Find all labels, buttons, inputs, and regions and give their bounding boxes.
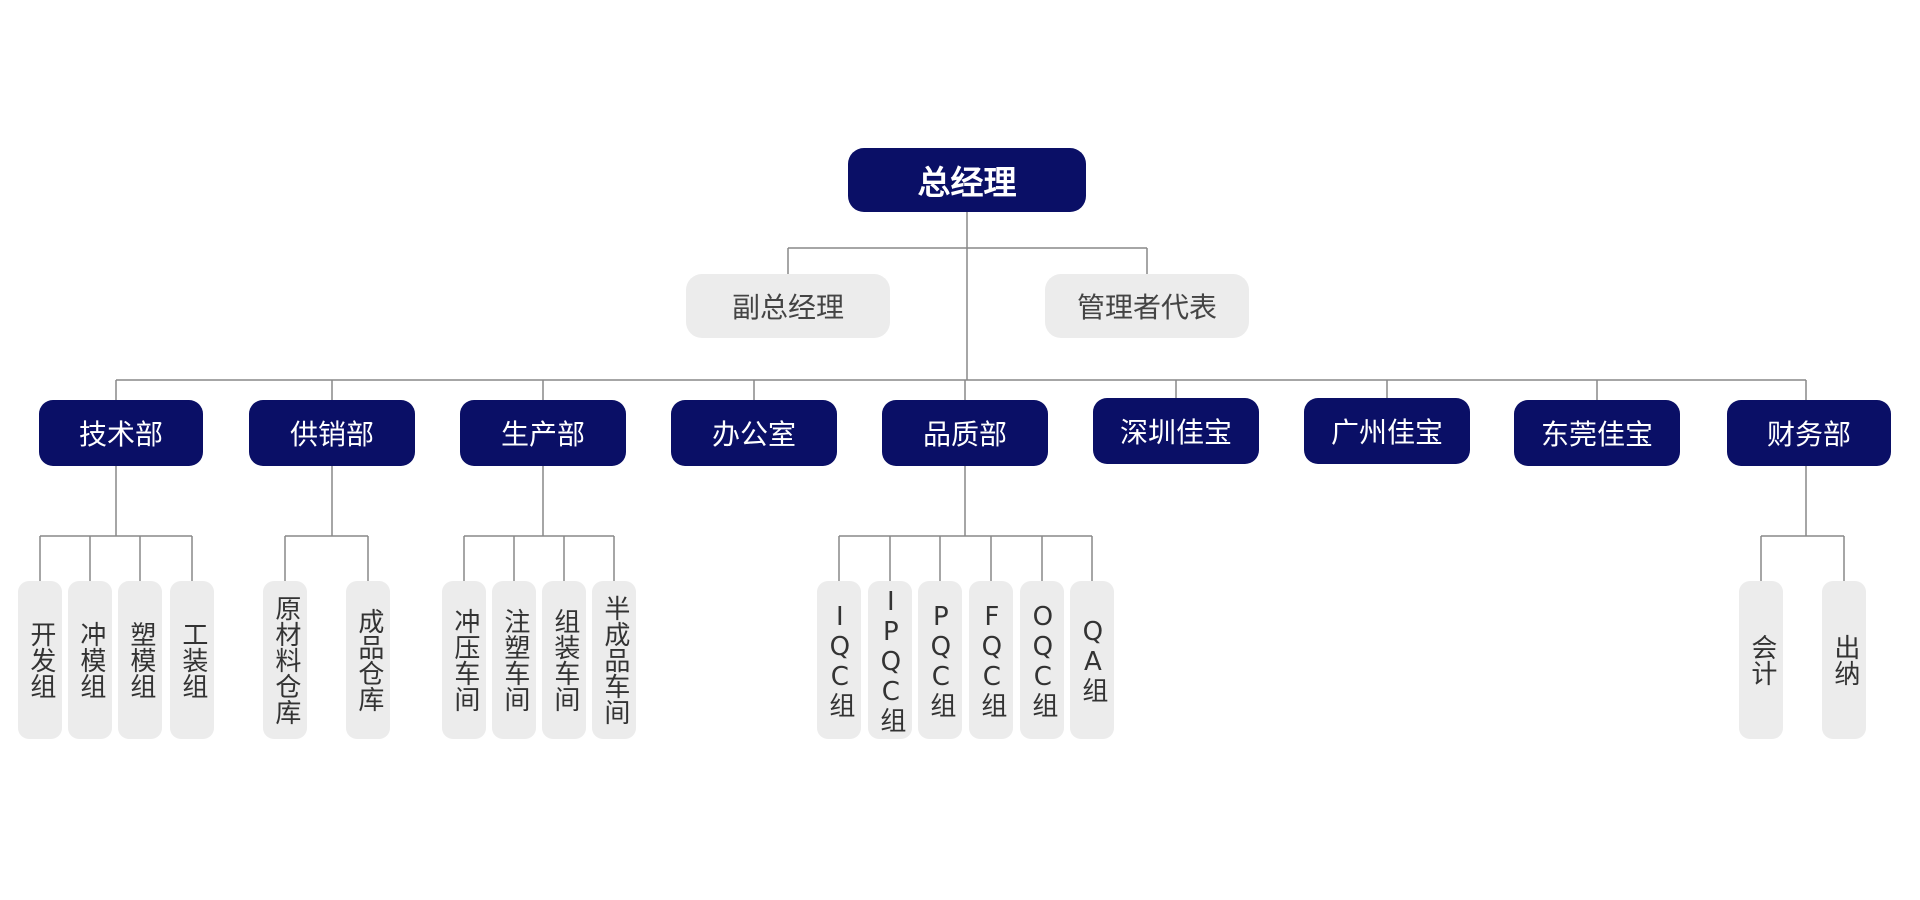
team-box: QA组 [1070,581,1114,739]
team-box: FQC组 [969,581,1013,739]
team-box: 成品仓库 [346,581,390,739]
team-box: 半成品车间 [592,581,636,739]
team-label: FQC组 [976,602,1007,718]
team-label: 半成品车间 [599,595,630,725]
team-label: 冲压车间 [449,608,480,712]
team-label: IPQC组 [875,587,906,733]
dept-quality: 品质部 [882,400,1048,466]
dept-tech: 技术部 [39,400,203,466]
dept-shenzhen-jiabao: 深圳佳宝 [1093,398,1259,464]
team-box: 组装车间 [542,581,586,739]
team-box: 注塑车间 [492,581,536,739]
ceo-box: 总经理 [848,148,1086,212]
team-box: IPQC组 [868,581,912,739]
deputy-gm-box: 副总经理 [686,274,890,338]
team-box: 开发组 [18,581,62,739]
team-label: 注塑车间 [499,608,530,712]
team-label: 原材料仓库 [270,595,301,725]
team-label: IQC组 [824,602,855,718]
team-box: 塑模组 [118,581,162,739]
team-label: 冲模组 [75,621,106,699]
team-label: 出纳 [1829,634,1860,686]
dept-office: 办公室 [671,400,837,466]
dept-finance: 财务部 [1727,400,1891,466]
team-box: 会计 [1739,581,1783,739]
team-label: QA组 [1077,617,1108,703]
team-label: 组装车间 [549,608,580,712]
team-label: 塑模组 [125,621,156,699]
dept-production: 生产部 [460,400,626,466]
team-label: 工装组 [177,621,208,699]
team-label: PQC组 [925,602,956,718]
team-box: 冲压车间 [442,581,486,739]
team-label: 会计 [1746,634,1777,686]
team-box: 出纳 [1822,581,1866,739]
dept-guangzhou-jiabao: 广州佳宝 [1304,398,1470,464]
team-box: 工装组 [170,581,214,739]
team-box: 原材料仓库 [263,581,307,739]
team-label: 成品仓库 [353,608,384,712]
team-box: PQC组 [918,581,962,739]
team-label: OQC组 [1027,602,1058,718]
dept-sales-supply: 供销部 [249,400,415,466]
management-rep-box: 管理者代表 [1045,274,1249,338]
team-box: OQC组 [1020,581,1064,739]
team-box: IQC组 [817,581,861,739]
team-box: 冲模组 [68,581,112,739]
team-label: 开发组 [25,621,56,699]
dept-dongguan-jiabao: 东莞佳宝 [1514,400,1680,466]
